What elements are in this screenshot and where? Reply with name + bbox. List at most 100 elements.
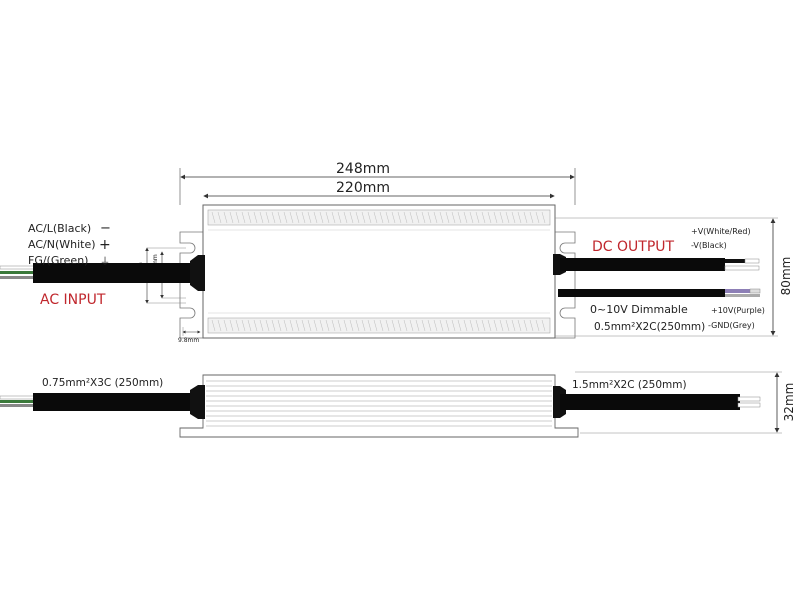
- heatsink-fin: [505, 319, 510, 332]
- heatsink-fin: [337, 319, 342, 332]
- heatsink-fin: [493, 211, 498, 224]
- dimming-cable-spec: 0.5mm²X2C(250mm): [594, 321, 705, 333]
- heatsink-fin: [325, 319, 330, 332]
- heatsink-fin: [445, 319, 450, 332]
- dimming-wire-gnd-label: -GND(Grey): [708, 321, 755, 330]
- heatsink-fin: [385, 319, 390, 332]
- heatsink-fin: [463, 211, 468, 224]
- dimming-cable: [558, 288, 761, 297]
- dim-248-label: 248mm: [336, 161, 390, 177]
- heatsink-fin: [379, 211, 384, 224]
- heatsink-fin: [271, 211, 276, 224]
- heatsink-fin: [337, 211, 342, 224]
- ac-wire-n-symbol: +: [99, 237, 111, 253]
- heatsink-fin: [541, 319, 546, 332]
- heatsink-fin: [427, 319, 432, 332]
- heatsink-fin: [241, 319, 246, 332]
- heatsink-fin: [481, 211, 486, 224]
- heatsink-fin: [373, 319, 378, 332]
- heatsink-fin: [217, 319, 222, 332]
- heatsink-fin: [535, 211, 540, 224]
- heatsink-fin: [307, 211, 312, 224]
- dc-output-title: DC OUTPUT: [592, 239, 675, 255]
- heatsink-fin: [361, 319, 366, 332]
- heatsink-fin: [247, 211, 252, 224]
- dc-wire-pos-label: +V(White/Red): [691, 227, 751, 236]
- ac-wire-l-label: AC/L(Black): [28, 222, 91, 235]
- heatsink-fin: [283, 319, 288, 332]
- dc-wire-neg-label: -V(Black): [691, 241, 727, 250]
- heatsink-fin: [385, 211, 390, 224]
- heatsink-fin: [259, 211, 264, 224]
- heatsink-fin: [289, 211, 294, 224]
- heatsink-fin: [343, 319, 348, 332]
- heatsink-fin: [415, 211, 420, 224]
- heatsink-fin: [487, 211, 492, 224]
- heatsink-fin: [241, 211, 246, 224]
- heatsink-fin: [217, 211, 222, 224]
- heatsink-fin: [403, 319, 408, 332]
- heatsink-fin: [229, 211, 234, 224]
- heatsink-fin: [469, 319, 474, 332]
- dimming-title: 0~10V Dimmable: [590, 303, 688, 316]
- dimming-wire-pos-label: +10V(Purple): [711, 306, 765, 315]
- heatsink-fin: [493, 319, 498, 332]
- heatsink-fin: [517, 211, 522, 224]
- heatsink-fin: [235, 319, 240, 332]
- heatsink-fin: [301, 319, 306, 332]
- heatsink-fin: [511, 211, 516, 224]
- heatsink-fin: [235, 211, 240, 224]
- heatsink-fin: [355, 211, 360, 224]
- heatsink-fin: [295, 319, 300, 332]
- heatsink-fin: [247, 319, 252, 332]
- heatsink-fin: [445, 211, 450, 224]
- heatsink-fin: [409, 211, 414, 224]
- heatsink-fin: [265, 319, 270, 332]
- heatsink-fin: [433, 319, 438, 332]
- heatsink-fin: [463, 319, 468, 332]
- heatsink-fin: [427, 211, 432, 224]
- ac-input-title: AC INPUT: [40, 292, 106, 308]
- heatsink-fin: [343, 211, 348, 224]
- heatsink-fin: [283, 211, 288, 224]
- ac-wire-fg-symbol: ⏚: [100, 256, 110, 268]
- heatsink-fin: [289, 319, 294, 332]
- heatsink-fin: [361, 211, 366, 224]
- side-view: [0, 371, 782, 438]
- heatsink-fin: [397, 319, 402, 332]
- dim-80-label: 80mm: [779, 257, 793, 296]
- housing-top: [202, 204, 556, 339]
- heatsink-fin: [325, 211, 330, 224]
- heatsink-fin: [211, 211, 216, 224]
- dim-220-label: 220mm: [336, 180, 390, 196]
- heatsink-fin: [529, 211, 534, 224]
- heatsink-fin: [523, 211, 528, 224]
- heatsink-fin: [505, 211, 510, 224]
- heatsink-fin: [439, 319, 444, 332]
- dc-output-cable: [553, 254, 760, 275]
- ac-wire-l-symbol: −: [100, 221, 111, 236]
- ac-cable-spec: 0.75mm²X3C (250mm): [42, 377, 163, 389]
- heatsink-fin: [529, 319, 534, 332]
- heatsink-fin: [349, 211, 354, 224]
- heatsink-fin: [259, 319, 264, 332]
- heatsink-fin: [487, 319, 492, 332]
- heatsink-fin: [367, 319, 372, 332]
- dim-32-label: 32mm: [782, 383, 796, 422]
- heatsink-fin: [421, 211, 426, 224]
- heatsink-fin: [223, 211, 228, 224]
- heatsink-fin: [457, 211, 462, 224]
- heatsink-fin: [331, 319, 336, 332]
- heatsink-fin: [517, 319, 522, 332]
- heatsink-fin: [229, 319, 234, 332]
- heatsink-fin: [523, 319, 528, 332]
- heatsink-fin: [511, 319, 516, 332]
- heatsink-fin: [271, 319, 276, 332]
- top-view: 41mm 38mm 9.8mm: [0, 168, 778, 344]
- heatsink-fin: [253, 319, 258, 332]
- heatsink-fin: [475, 319, 480, 332]
- heatsink-fin: [373, 211, 378, 224]
- heatsink-fin: [451, 211, 456, 224]
